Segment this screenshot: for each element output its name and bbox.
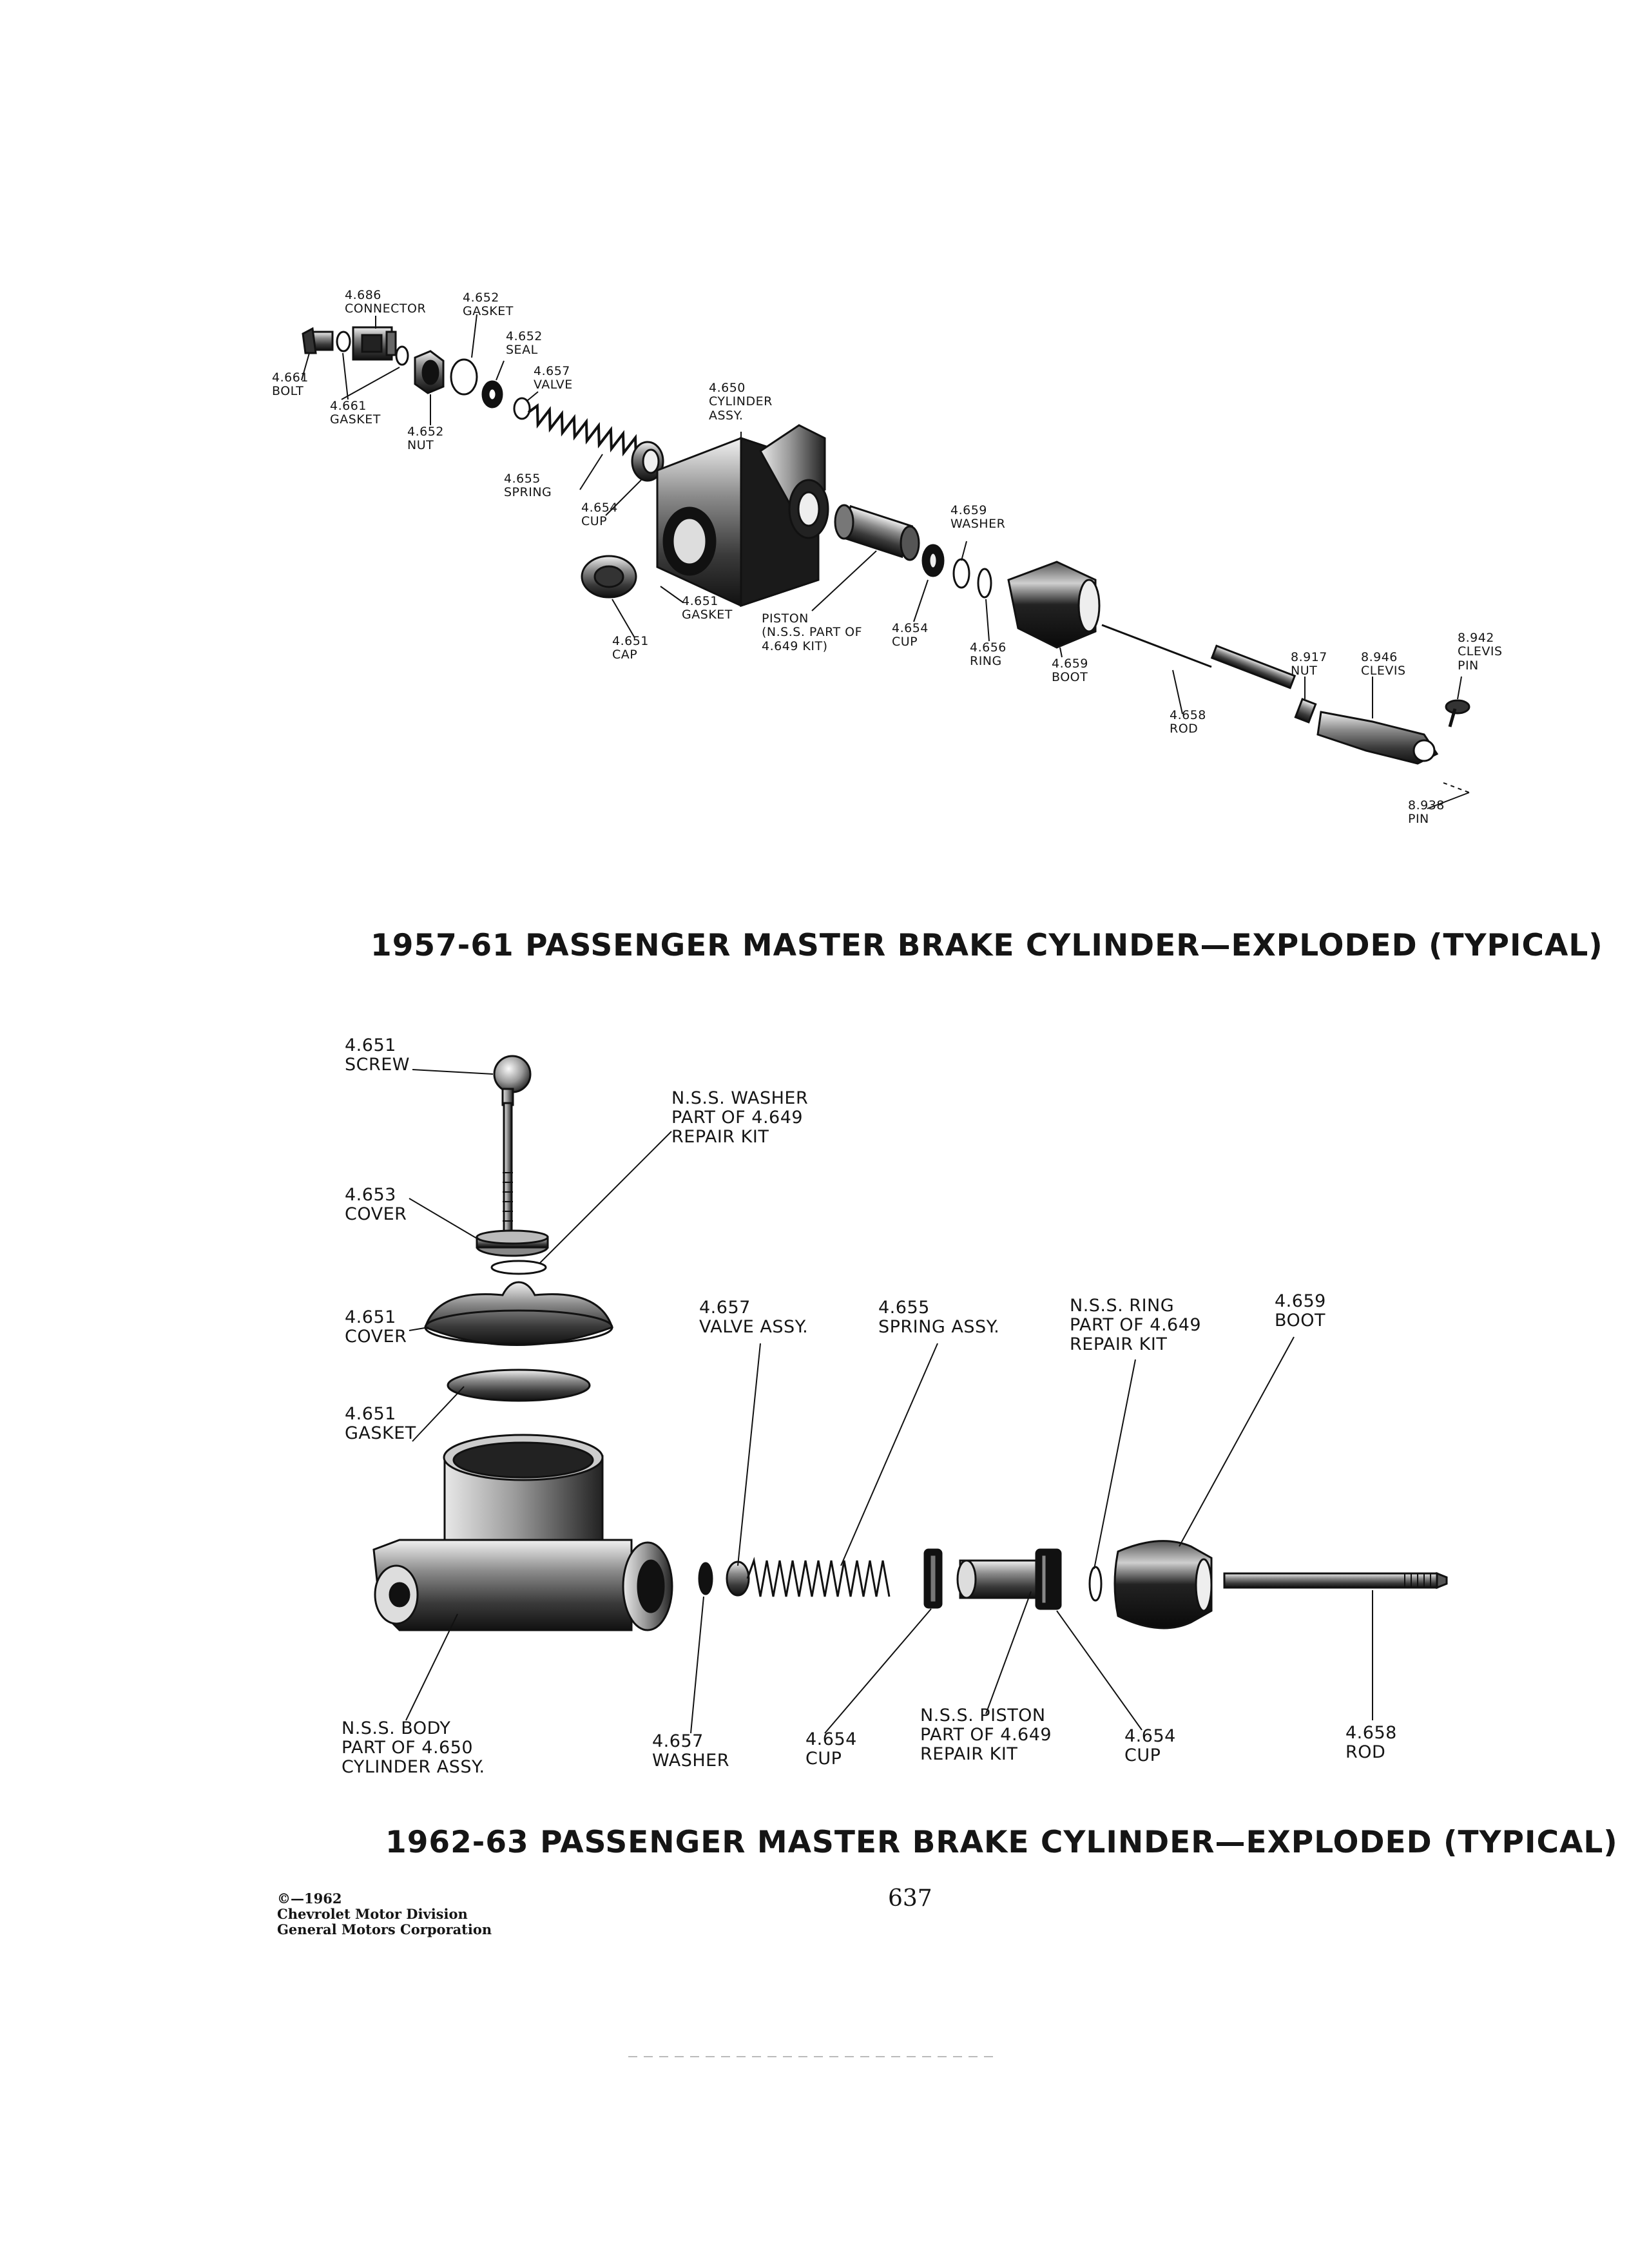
- nss-body-part: [372, 1434, 673, 1631]
- connector-part: [352, 326, 397, 361]
- rod-part-2: [1223, 1571, 1448, 1590]
- screw-part: [493, 1055, 532, 1246]
- rod-part: [1101, 624, 1212, 668]
- cap-part: [581, 555, 637, 599]
- diagram1-parts: [301, 314, 1470, 809]
- ring-part: [977, 568, 992, 599]
- cylinder-part: [656, 424, 829, 608]
- bolt-part: [302, 327, 334, 354]
- clevis-pin-part: [1445, 699, 1470, 727]
- valve-assy-part: [726, 1561, 750, 1597]
- washer-part-2: [698, 1562, 713, 1595]
- nss-washer-part: [490, 1260, 547, 1275]
- cover-small-part: [476, 1229, 549, 1257]
- boot-part-2: [1113, 1540, 1213, 1629]
- gasket-top-part: [450, 358, 478, 396]
- gasket-left-part: [336, 331, 351, 352]
- boot-part: [1007, 561, 1101, 649]
- nut-left-part: [414, 350, 445, 394]
- copyright-notice: ©—1962 Chevrolet Motor Division General …: [277, 1890, 492, 1938]
- washer-part: [952, 558, 970, 589]
- nss-piston-part: [956, 1548, 1062, 1610]
- leader-lines-1: [301, 314, 1470, 809]
- diagram2-title: 1962-63 PASSENGER MASTER BRAKE CYLINDER—…: [385, 1825, 1618, 1860]
- cup-left-part-2: [923, 1548, 943, 1609]
- piston-part: [834, 504, 920, 561]
- cup-left-part: [631, 441, 664, 482]
- leader-lines-2: [405, 1069, 1373, 1734]
- nut-right-part: [1294, 698, 1317, 724]
- nss-ring-part: [1088, 1566, 1103, 1602]
- valve-part: [513, 397, 531, 420]
- diagram2-parts: [372, 1055, 1448, 1734]
- spring-part: [527, 403, 637, 457]
- gasket-part: [447, 1369, 591, 1402]
- page-number: 637: [888, 1885, 932, 1912]
- spring-assy-part: [746, 1557, 891, 1597]
- cover-large-part: [424, 1281, 613, 1346]
- diagram1-title: 1957-61 PASSENGER MASTER BRAKE CYLINDER—…: [371, 928, 1603, 963]
- clevis-part: [1316, 711, 1439, 765]
